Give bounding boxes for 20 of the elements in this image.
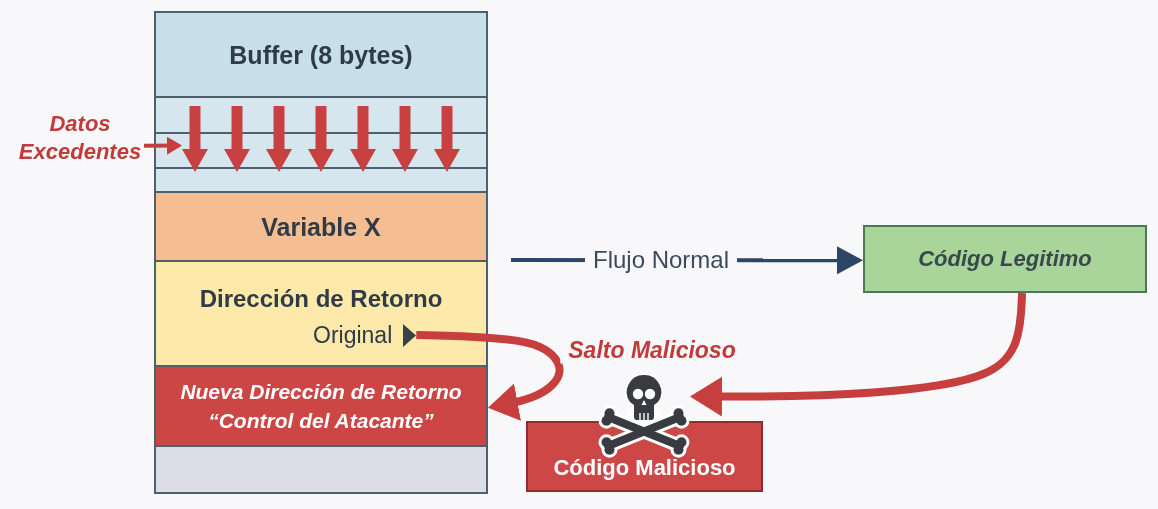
address-label: Original xyxy=(313,322,393,348)
code-label: Código Legitimo xyxy=(918,245,1092,273)
overflow-segment xyxy=(154,96,488,193)
segment-label: “Control del Atacante” xyxy=(208,408,434,434)
code-box xyxy=(863,225,1147,293)
memory-segment xyxy=(154,11,488,98)
segment-label: Buffer (8 bytes) xyxy=(229,39,413,70)
curved-arrow xyxy=(416,331,564,421)
memory-segment xyxy=(154,445,488,494)
memory-segment xyxy=(154,365,488,447)
memory-segment xyxy=(154,191,488,262)
segment-label: Dirección de Retorno xyxy=(199,285,443,313)
down-arrows-icon xyxy=(182,106,462,172)
segment-label: Variable X xyxy=(261,211,381,242)
annotation-label: Datos Excedentes xyxy=(16,110,144,166)
segment-label: Nueva Dirección de Retorno xyxy=(180,379,462,405)
memory-segment xyxy=(154,260,488,367)
code-label: Código Malicioso xyxy=(553,454,736,482)
curved-arrow xyxy=(690,292,1027,417)
arrow xyxy=(144,136,182,155)
